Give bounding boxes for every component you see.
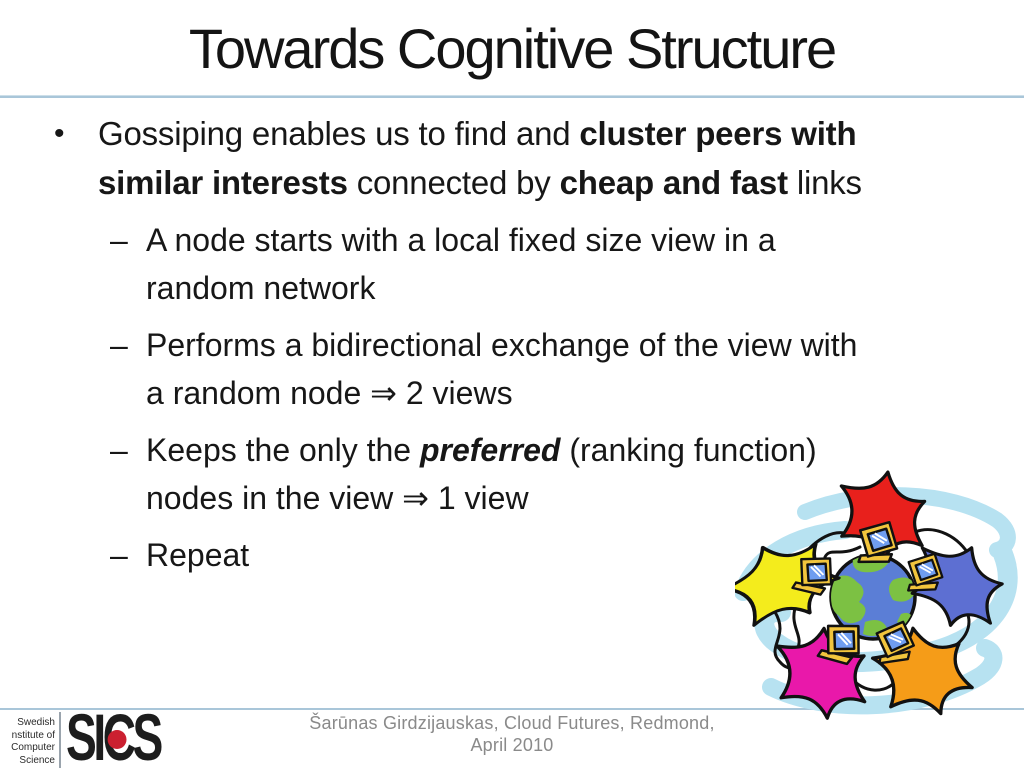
footer-credit-line1: Šarūnas Girdzijauskas, Cloud Futures, Re…: [309, 713, 715, 733]
networked-world-clipart: [735, 464, 1018, 722]
sics-logo: SICS: [66, 704, 163, 768]
logo-org-line: nstitute of: [11, 729, 55, 741]
logo-org-line: Computer: [11, 742, 55, 753]
bullet-item: –Keeps the only the preferred (ranking f…: [0, 426, 1024, 522]
text-line: similar interests connected by cheap and…: [98, 158, 1024, 207]
footer-divider-line: [0, 708, 1024, 710]
text-segment: connected by: [347, 164, 560, 201]
logo-separator: [59, 712, 61, 768]
text-segment: links: [787, 164, 862, 201]
bullet-item: –A node starts with a local fixed size v…: [0, 216, 1024, 312]
bullet-list: • Gossiping enables us to find and cluste…: [0, 109, 1024, 579]
text-segment: Gossiping enables us to find and: [98, 115, 580, 152]
text-segment: cluster peers with: [579, 115, 857, 152]
dash-marker: –: [110, 537, 128, 573]
text-segment: cheap and fast: [559, 164, 788, 201]
text-segment: (ranking function): [560, 432, 817, 468]
dash-marker: –: [110, 327, 128, 363]
dash-marker: –: [110, 432, 128, 468]
text-line: Performs a bidirectional exchange of the…: [146, 321, 1024, 369]
dash-marker: –: [110, 222, 128, 258]
text-segment: Repeat: [146, 537, 250, 573]
sics-logo-letters: SI: [66, 700, 106, 768]
text-segment: Keeps the only the: [146, 432, 420, 468]
text-segment: Performs a bidirectional exchange of the…: [146, 327, 858, 363]
text-segment: A node starts with a local fixed size vi…: [146, 222, 776, 258]
text-line: random network: [146, 264, 1024, 312]
bullet-item: –Performs a bidirectional exchange of th…: [0, 321, 1024, 417]
text-line: Keeps the only the preferred (ranking fu…: [146, 426, 1024, 474]
title-divider-line: [0, 95, 1024, 98]
text-line: Gossiping enables us to find and cluster…: [98, 109, 1024, 158]
logo-org-text: Swedish nstitute of Computer Science: [0, 717, 55, 767]
footer-credit: Šarūnas Girdzijauskas, Cloud Futures, Re…: [0, 712, 1024, 756]
sics-logo-letters: S: [132, 700, 164, 768]
text-segment: random network: [146, 270, 376, 306]
logo-org-line: Science: [19, 754, 55, 766]
text-segment: similar interests: [98, 164, 348, 201]
text-line: Repeat: [146, 531, 1024, 579]
sics-logo-red-dot: [107, 730, 127, 749]
slide-title: Towards Cognitive Structure: [188, 17, 837, 80]
bullet-marker: •: [54, 117, 65, 150]
text-line: nodes in the view ⇒ 1 view: [146, 474, 1024, 522]
footer-credit-line2: April 2010: [470, 735, 554, 755]
text-segment: a random node ⇒ 2 views: [146, 375, 513, 411]
text-line: a random node ⇒ 2 views: [146, 369, 1024, 417]
text-segment: preferred: [419, 432, 561, 468]
bullet-item: –Repeat: [0, 531, 1024, 579]
logo-org-line: Swedish: [17, 717, 55, 728]
text-segment: nodes in the view ⇒ 1 view: [146, 480, 529, 516]
bullet-item: • Gossiping enables us to find and cluste…: [0, 109, 1024, 207]
text-line: A node starts with a local fixed size vi…: [146, 216, 1024, 264]
